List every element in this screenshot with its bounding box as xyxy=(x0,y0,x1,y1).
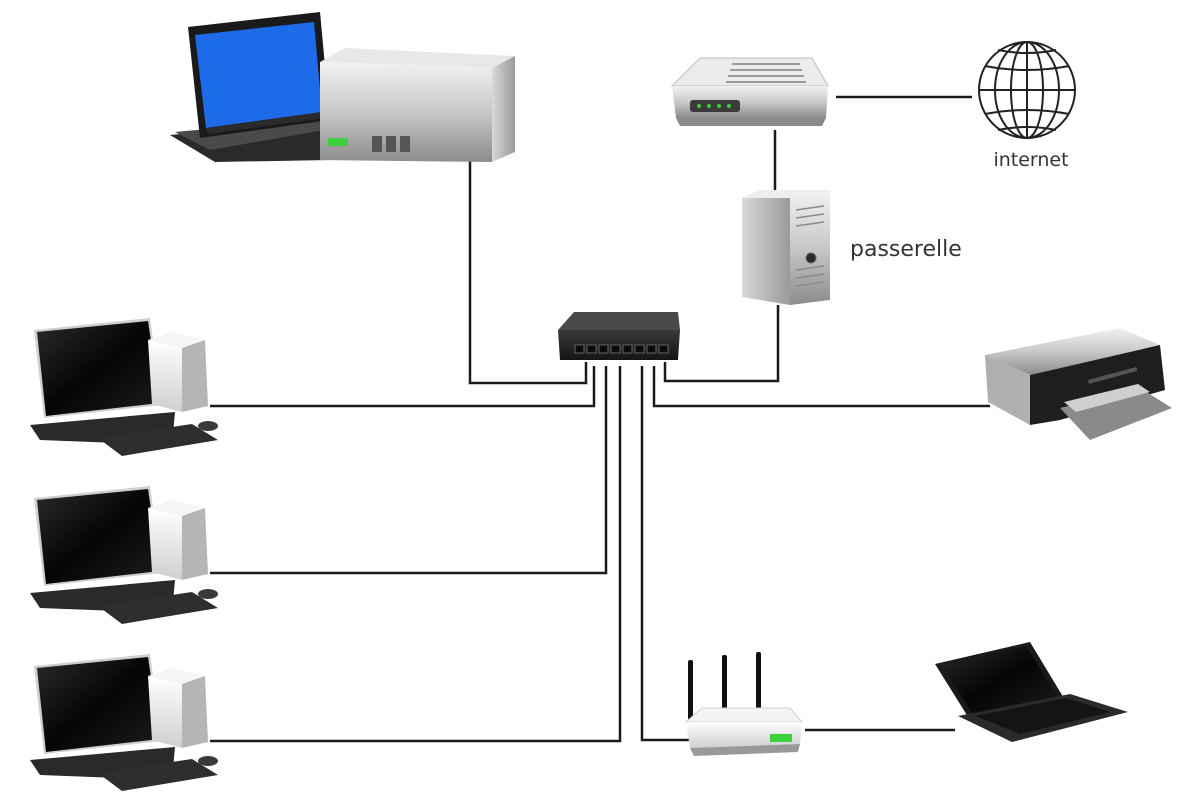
network-switch-icon[interactable] xyxy=(558,312,680,360)
cable-desktop1-to-switch xyxy=(210,366,596,408)
tower-pc-icon[interactable] xyxy=(742,190,830,305)
nas-server-icon[interactable] xyxy=(320,48,515,162)
modem-icon[interactable] xyxy=(670,57,829,126)
cables xyxy=(210,95,990,743)
wifi-router-icon[interactable] xyxy=(684,652,804,756)
desktop-computer-icon[interactable] xyxy=(30,486,218,624)
laptop-icon[interactable] xyxy=(935,642,1128,742)
internet-label: internet xyxy=(993,149,1068,171)
monitor-icon[interactable] xyxy=(170,12,330,162)
printer-icon[interactable] xyxy=(985,328,1172,440)
cable-nas-to-switch xyxy=(468,160,588,385)
desktop-computer-icon[interactable] xyxy=(30,318,218,456)
gateway-label: passerelle xyxy=(850,237,962,262)
cable-desktop2-to-switch xyxy=(210,366,608,575)
cable-printer-to-switch xyxy=(652,366,990,408)
cable-gateway-to-switch xyxy=(663,305,780,383)
desktop-computer-icon[interactable] xyxy=(30,654,218,791)
cable-desktop3-to-switch xyxy=(210,366,622,743)
globe-icon[interactable] xyxy=(978,41,1076,139)
cable-router-to-switch xyxy=(640,366,690,742)
